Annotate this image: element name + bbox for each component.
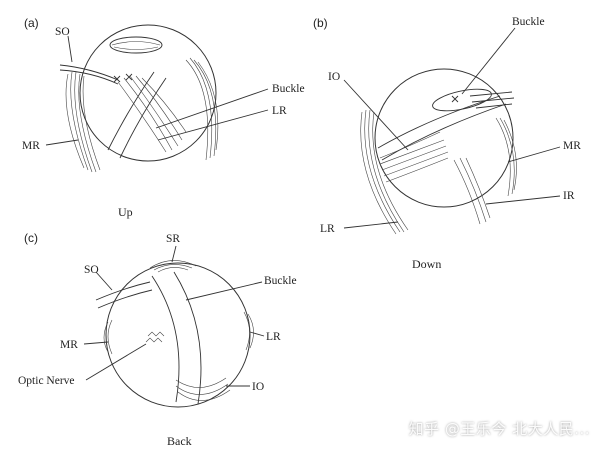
panel-a-buckle-label: Buckle — [272, 83, 305, 95]
panel-b-globe — [374, 68, 514, 208]
panel-b-ir-leader — [485, 195, 561, 205]
panel-a: (a) SO Buckle LR MR Up — [22, 16, 305, 219]
panel-c-tag: (c) — [24, 231, 38, 245]
panel-a-so-muscle — [59, 64, 119, 85]
panel-a-lr-leader — [157, 109, 269, 141]
panel-c-so-label: SO — [84, 264, 99, 276]
panel-a-sutures — [113, 73, 133, 83]
panel-c-lr-muscle — [243, 311, 254, 351]
panel-b-ir-label: IR — [563, 190, 575, 202]
panel-b-lr-muscle — [360, 109, 409, 235]
panel-a-buckle-band — [107, 71, 167, 159]
panel-c-sr-label: SR — [166, 233, 180, 245]
panel-a-right-muscle — [185, 57, 219, 161]
panel-c-optic-nerve — [145, 331, 165, 343]
panel-c-lr-label: LR — [266, 331, 281, 343]
panel-c-optic-leader — [85, 343, 147, 381]
panel-c-caption: Back — [167, 434, 192, 448]
panel-b-lr-label: LR — [320, 223, 335, 235]
panel-a-cornea-fibers — [111, 41, 161, 50]
panel-a-globe — [79, 24, 217, 162]
panel-b-io-fibers — [379, 131, 449, 183]
panel-b-buckle-leader — [461, 27, 516, 95]
panel-b-mr-muscle — [495, 117, 517, 197]
panel-c-mr-muscle — [103, 319, 113, 355]
panel-b-mr-label: MR — [563, 140, 581, 152]
panel-a-mr-label: MR — [22, 140, 40, 152]
panel-b-cornea — [432, 88, 492, 112]
panel-a-buckle-leader — [155, 88, 269, 129]
panel-c-buckle-label: Buckle — [264, 275, 297, 287]
panel-c-mr-label: MR — [60, 339, 78, 351]
panel-a-lr-label: LR — [272, 105, 287, 117]
panel-b-suture — [451, 95, 459, 103]
panel-c-so-muscle — [95, 281, 153, 309]
panel-c-sr-leader — [171, 245, 177, 263]
panel-c-io-muscle — [175, 377, 231, 401]
panel-a-tag: (a) — [24, 16, 39, 30]
panel-a-mr-muscle — [65, 71, 101, 173]
panel-a-mr-leader — [45, 139, 79, 146]
panel-b-buckle-label: Buckle — [512, 16, 545, 28]
panel-b-tendon-lines — [469, 91, 515, 109]
panel-c-buckle-leader — [185, 281, 263, 301]
panel-b-caption: Down — [412, 257, 441, 271]
panel-a-caption: Up — [118, 205, 133, 219]
panel-b-tag: (b) — [313, 16, 328, 30]
panel-b-buckle-band — [377, 95, 507, 161]
panel-b: (b) Buckle IO MR IR LR Down — [313, 16, 581, 271]
panel-c-buckle-band — [151, 271, 202, 405]
panel-b-ir-muscle — [453, 157, 491, 225]
panel-a-cornea — [109, 36, 163, 54]
panel-c-optic-nerve-label: Optic Nerve — [18, 375, 75, 387]
panel-c-globe — [105, 262, 251, 408]
panel-c-io-label: IO — [252, 381, 264, 393]
panel-c: (c) SR SO Buckle MR LR Optic Nerve IO Ba… — [18, 231, 297, 448]
panel-b-io-leader — [343, 79, 409, 151]
panel-c-lr-leader — [249, 331, 265, 337]
panel-b-lr-leader — [343, 221, 399, 229]
panel-a-so-leader — [67, 35, 73, 63]
panel-a-so-label: SO — [55, 26, 70, 38]
panel-b-io-label: IO — [328, 71, 340, 83]
watermark: 知乎 @王乐今 北大人民... — [408, 420, 590, 438]
panel-c-so-leader — [95, 271, 113, 291]
panel-b-mr-leader — [507, 146, 561, 163]
panel-a-lr-fibers — [117, 75, 187, 153]
panel-c-mr-leader — [83, 341, 109, 345]
